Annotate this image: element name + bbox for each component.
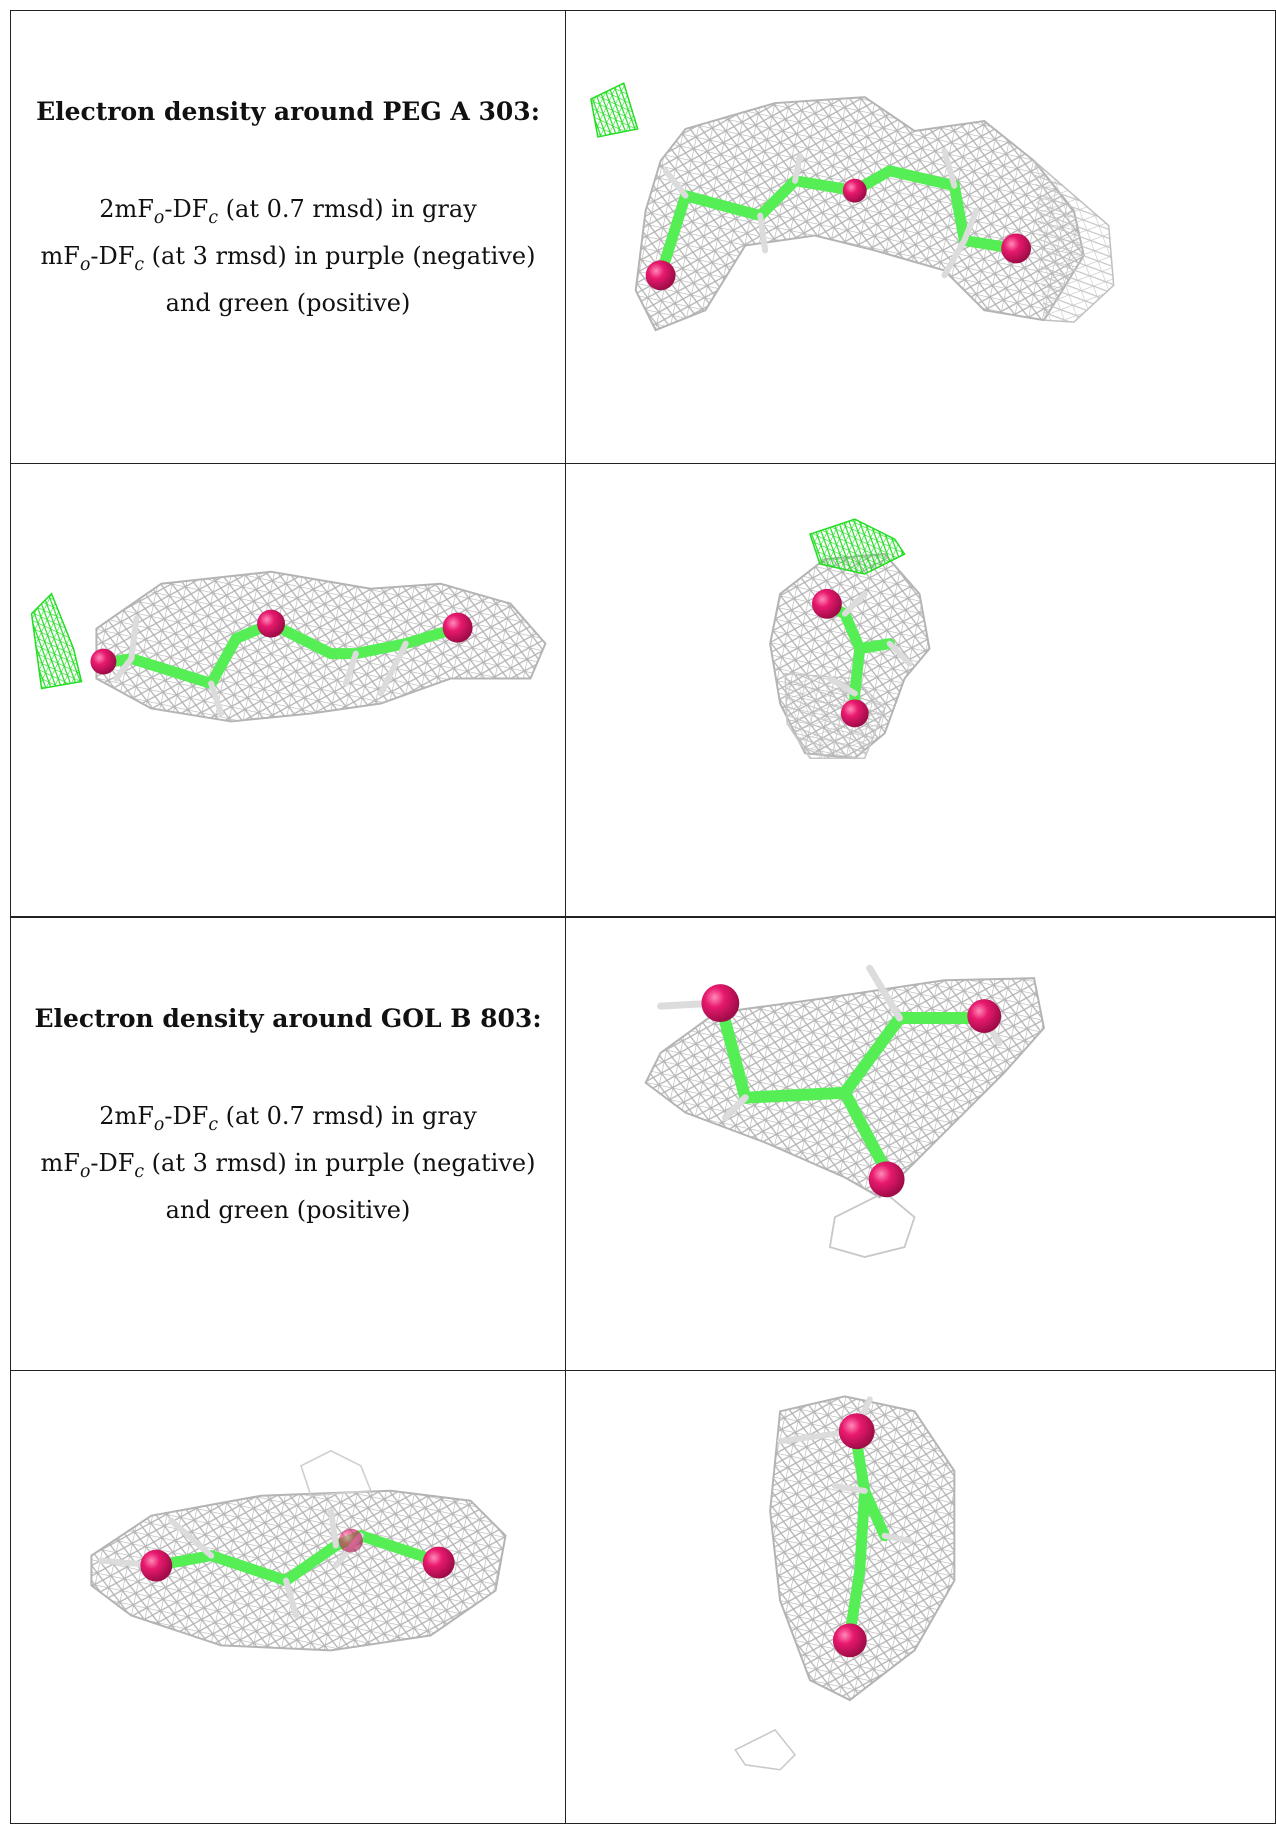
peg-density-image-1	[590, 82, 1115, 332]
peg-view-1	[565, 10, 1276, 464]
positive-density-mesh	[590, 82, 639, 138]
density-mesh-fragment	[734, 1728, 797, 1771]
oxygen-atom	[838, 1413, 875, 1450]
density-mesh-fragment	[828, 1191, 916, 1258]
peg-density-image-2	[30, 570, 547, 723]
peg-legend-line-1: 2mFo-DFc (at 0.7 rmsd) in gray	[99, 195, 477, 229]
hydrogen-bonds	[113, 615, 409, 717]
density-mesh-fragment	[299, 1449, 372, 1497]
gol-density-image-2	[90, 1449, 507, 1652]
peg-density-image-3	[769, 518, 931, 760]
gol-view-3	[565, 1370, 1276, 1824]
peg-heading: Electron density around PEG A 303:	[36, 97, 540, 126]
gol-caption-cell: Electron density around GOL B 803: 2mFo-…	[10, 917, 566, 1371]
gol-legend-line-1: 2mFo-DFc (at 0.7 rmsd) in gray	[99, 1102, 477, 1136]
hydrogen-bonds	[662, 147, 980, 279]
gol-view-1	[565, 917, 1276, 1371]
oxygen-atom	[967, 999, 1002, 1033]
oxygen-atom	[90, 648, 117, 675]
gol-density-image-1	[644, 964, 1046, 1258]
oxygen-atom	[140, 1549, 173, 1582]
oxygen-atom	[842, 178, 867, 203]
gol-figure-table: Electron density around GOL B 803: 2mFo-…	[10, 917, 1276, 1824]
gol-legend-line-2: mFo-DFc (at 3 rmsd) in purple (negative)	[40, 1149, 536, 1183]
oxygen-atom	[338, 1528, 363, 1553]
density-mesh	[1033, 160, 1115, 323]
oxygen-atom	[701, 984, 740, 1023]
oxygen-atom	[257, 609, 286, 638]
oxygen-atom	[1001, 233, 1032, 264]
peg-legend-line-3: and green (positive)	[165, 289, 411, 318]
gol-legend: 2mFo-DFc (at 0.7 rmsd) in gray mFo-DFc (…	[11, 1097, 565, 1229]
gol-legend-line-3: and green (positive)	[165, 1196, 411, 1225]
carbon-bonds	[150, 1529, 442, 1587]
peg-view-2	[10, 463, 566, 917]
gol-heading: Electron density around GOL B 803:	[34, 1004, 542, 1033]
carbon-bonds	[844, 1425, 891, 1641]
peg-view-3	[565, 463, 1276, 917]
oxygen-atom	[832, 1623, 867, 1658]
hydrogen-bonds	[826, 590, 913, 697]
peg-caption-cell: Electron density around PEG A 303: 2mFo-…	[10, 10, 566, 464]
positive-density-mesh	[30, 592, 83, 690]
gol-density-image-3	[734, 1395, 956, 1771]
oxygen-atom	[422, 1546, 455, 1579]
positive-density-mesh	[809, 518, 906, 575]
density-mesh	[634, 96, 1085, 332]
oxygen-atom	[840, 699, 869, 728]
peg-legend-line-2: mFo-DFc (at 3 rmsd) in purple (negative)	[40, 242, 536, 276]
oxygen-atom	[868, 1161, 905, 1198]
peg-legend: 2mFo-DFc (at 0.7 rmsd) in gray mFo-DFc (…	[11, 190, 565, 322]
oxygen-atom	[811, 588, 842, 619]
gol-view-2	[10, 1370, 566, 1824]
oxygen-atom	[442, 612, 473, 643]
peg-figure-table: Electron density around PEG A 303: 2mFo-…	[10, 10, 1276, 917]
oxygen-atom	[645, 260, 676, 291]
